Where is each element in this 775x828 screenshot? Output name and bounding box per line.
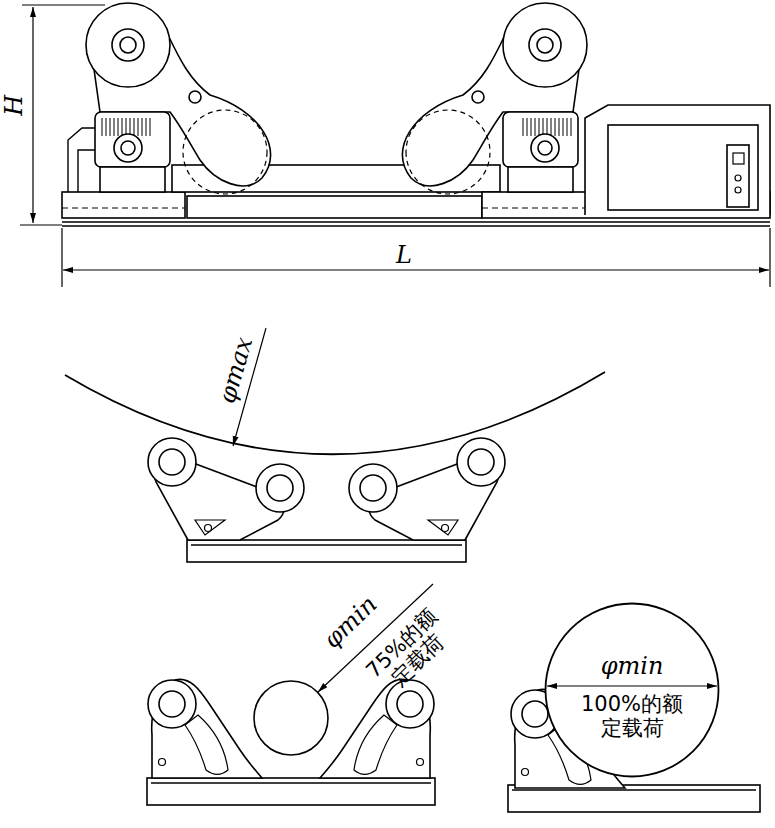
dimension-label: φmin [318,591,381,654]
circle-outline [544,602,720,778]
dimension-label: φmin [601,653,664,681]
dimension-label: φmax [214,334,258,406]
workpiece-circle: φmin 100%的额定载荷 [544,602,720,778]
load-note: 100%的额定载荷 [573,692,691,740]
dimension-label: L [396,242,412,268]
dimension-label: H [1,95,27,116]
